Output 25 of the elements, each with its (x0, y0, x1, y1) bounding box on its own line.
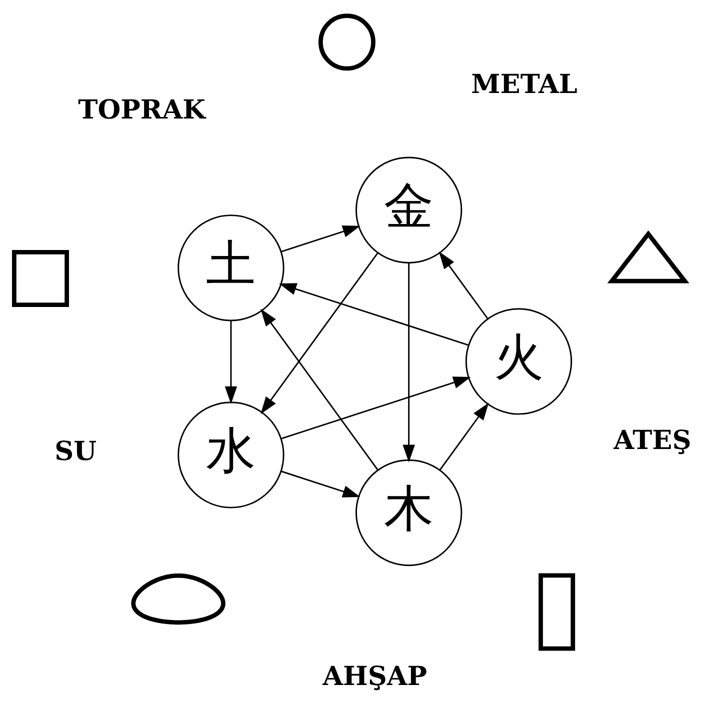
node-label: SU (54, 436, 97, 468)
node-box (12, 250, 69, 307)
node-circle: 木 (356, 459, 462, 566)
arrow (260, 308, 378, 471)
node-circle: 火 (465, 308, 572, 415)
arrow (224, 321, 238, 404)
node-bar (538, 573, 576, 651)
node-label: AHŞAP (322, 660, 428, 692)
arrow (402, 262, 415, 462)
node-circle (318, 14, 376, 71)
arrow (278, 283, 469, 346)
arrow (280, 376, 471, 440)
arrow (281, 470, 360, 498)
node-label: TOPRAK (78, 94, 206, 126)
node-cloud (131, 573, 226, 625)
arrow (260, 252, 378, 414)
arrow (281, 225, 360, 252)
node-circle: 水 (178, 402, 284, 508)
node-label: ATEŞ (614, 425, 692, 456)
node-label: METAL (471, 69, 578, 100)
arrow (439, 402, 489, 470)
node-circle: 土 (178, 214, 284, 322)
node-circle: 金 (356, 156, 462, 264)
node-triangle (607, 230, 690, 284)
arrow (438, 251, 488, 319)
